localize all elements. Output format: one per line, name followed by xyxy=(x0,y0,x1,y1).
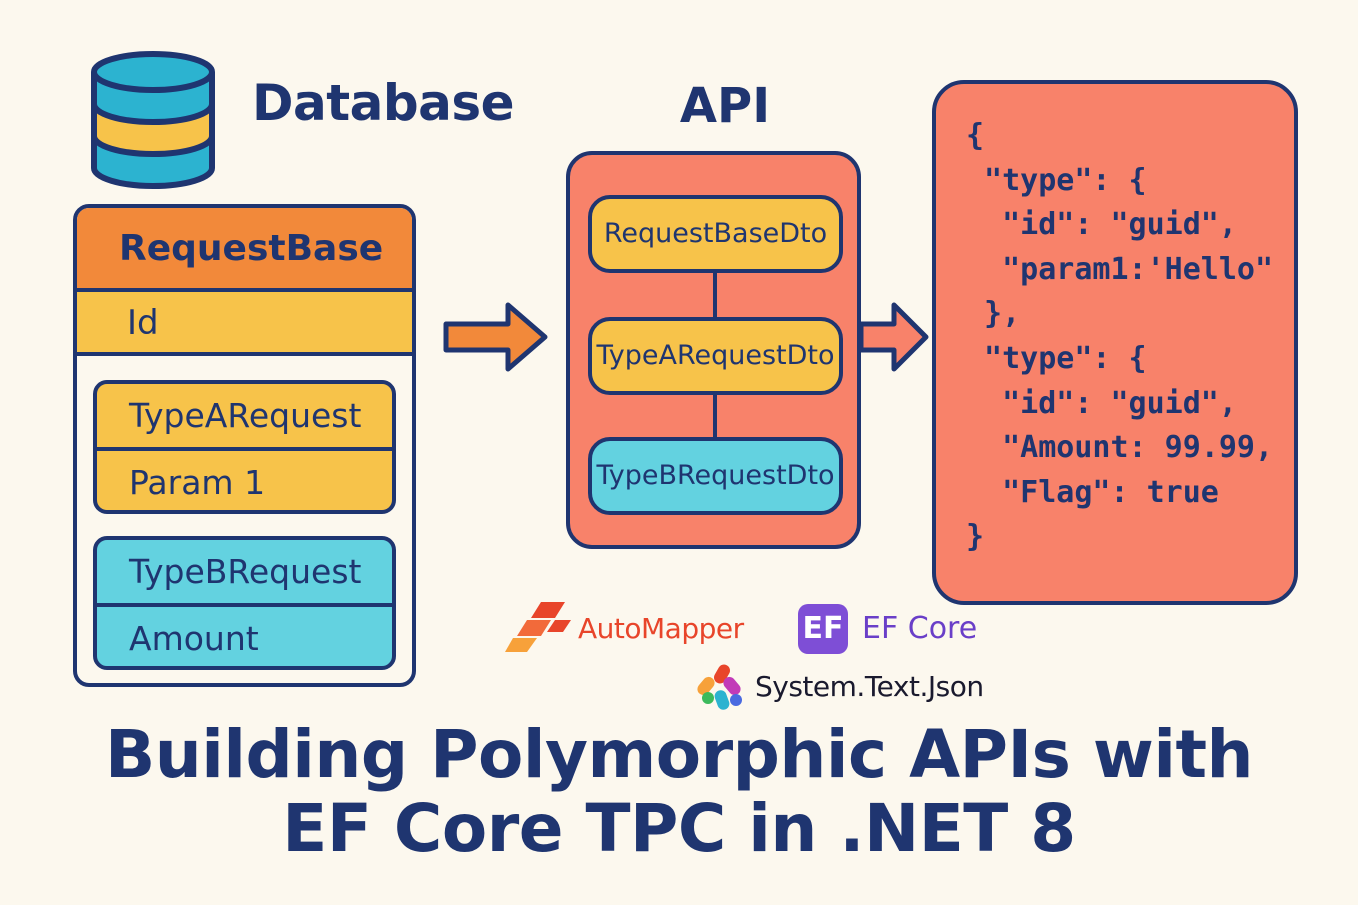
json-line: "type": { xyxy=(966,162,1147,198)
page-title: Building Polymorphic APIs with EF Core T… xyxy=(0,718,1358,866)
efcore-label: EF Core xyxy=(862,611,978,646)
title-line-1: Building Polymorphic APIs with xyxy=(105,716,1254,793)
entity-header: RequestBase xyxy=(77,208,412,292)
api-label: API xyxy=(679,78,771,134)
type-a-request-name: TypeARequest xyxy=(97,384,392,451)
database-icon xyxy=(91,51,215,189)
json-line: "Flag": true xyxy=(966,474,1219,510)
json-line: "id": "guid", xyxy=(966,385,1237,421)
automapper-logo-icon xyxy=(505,602,571,652)
json-line: { xyxy=(966,118,985,153)
api-panel: RequestBaseDto TypeARequestDto TypeBRequ… xyxy=(566,151,861,549)
arrow-right-icon xyxy=(443,302,548,372)
json-line: }, xyxy=(966,296,1021,332)
entity-id-field: Id xyxy=(77,292,412,356)
request-base-dto: RequestBaseDto xyxy=(588,195,843,273)
dto-connector xyxy=(713,271,717,319)
arrow-right-icon xyxy=(858,302,929,372)
automapper-label: AutoMapper xyxy=(578,612,744,645)
json-line: "Amount: 99.99, xyxy=(966,430,1274,466)
system-text-json-label: System.Text.Json xyxy=(755,670,984,703)
json-line: "id": "guid", xyxy=(966,207,1237,243)
dto-connector xyxy=(713,395,717,437)
type-a-request-field: Param 1 xyxy=(129,463,266,502)
json-line: } xyxy=(966,519,985,555)
type-b-request-name: TypeBRequest xyxy=(97,540,392,607)
database-label: Database xyxy=(252,74,515,132)
efcore-logo-icon: EF xyxy=(798,604,848,654)
system-text-json-logo-icon xyxy=(697,664,742,710)
title-line-2: EF Core TPC in .NET 8 xyxy=(282,790,1076,867)
type-a-request-entity: TypeARequest Param 1 xyxy=(93,380,396,514)
json-line: "type": { xyxy=(966,340,1147,376)
type-b-request-entity: TypeBRequest Amount xyxy=(93,536,396,670)
type-a-request-dto: TypeARequestDto xyxy=(588,317,843,395)
request-base-entity: RequestBase Id TypeARequest Param 1 Type… xyxy=(73,204,416,687)
type-b-request-dto: TypeBRequestDto xyxy=(588,437,843,515)
type-b-request-field: Amount xyxy=(129,619,259,658)
json-output-panel: { "type": { "id": "guid", "param1:'Hello… xyxy=(932,80,1298,605)
json-line: "param1:'Hello" xyxy=(966,251,1274,287)
